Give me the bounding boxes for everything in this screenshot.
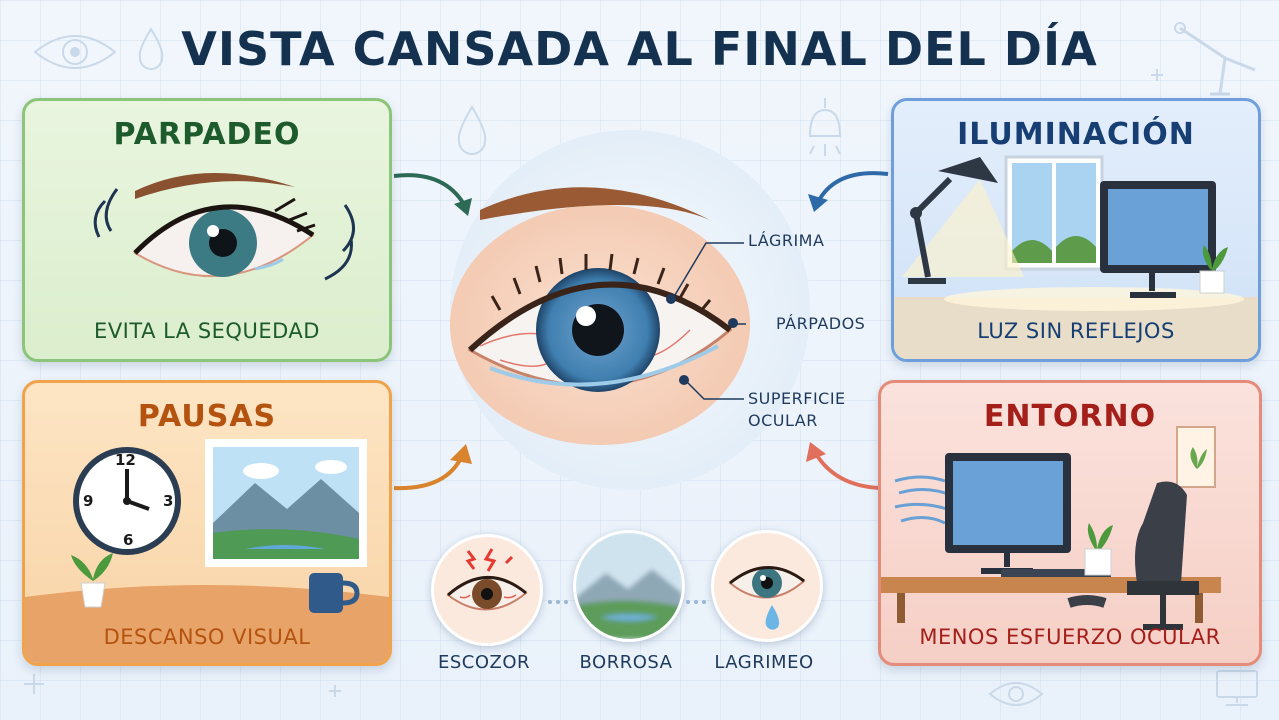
clock-number-12: 12 <box>115 451 136 469</box>
plus-icon <box>1151 69 1163 81</box>
panel-iluminacion-caption: LUZ SIN REFLEJOS <box>977 319 1175 343</box>
entorno-scene <box>881 426 1221 630</box>
blurry-landscape-icon <box>576 533 682 639</box>
clock-number-6: 6 <box>123 531 134 549</box>
arrow-pausas <box>393 444 472 491</box>
panel-iluminacion: ILUMINACIÓN LUZ SIN REFLEJOS <box>891 98 1261 362</box>
coffee-mug-icon <box>309 573 360 613</box>
panel-iluminacion-title: ILUMINACIÓN <box>957 117 1195 152</box>
label-leader-lines <box>671 242 746 400</box>
symptom-lagrimeo-label: LAGRIMEO <box>714 652 814 673</box>
symptom-connector-dots <box>548 600 706 604</box>
plus-icon <box>329 685 341 697</box>
label-superficie-line2: OCULAR <box>748 411 818 430</box>
panel-pausas: PAUSAS 12 3 6 9 DESCANSO VISUAL <box>22 380 392 666</box>
clock-number-9: 9 <box>83 492 94 510</box>
drop-outline-icon <box>138 27 164 70</box>
panel-parpadeo-title: PARPADEO <box>113 117 301 152</box>
iluminacion-scene <box>894 155 1258 359</box>
symptom-borrosa-label: BORROSA <box>579 652 673 673</box>
plant-icon <box>71 553 113 608</box>
tearing-eye-icon <box>728 566 806 630</box>
irritated-eye-icon <box>446 548 528 611</box>
drop-outline-icon <box>457 105 487 155</box>
panel-parpadeo-caption: EVITA LA SEQUEDAD <box>94 319 320 343</box>
panel-entorno-caption: MENOS ESFUERZO OCULAR <box>919 625 1221 649</box>
arrow-parpadeo <box>393 173 472 216</box>
panel-pausas-caption: DESCANSO VISUAL <box>103 625 311 649</box>
wall-clock-icon <box>73 447 181 555</box>
label-parpados: PÁRPADOS <box>776 314 866 333</box>
arrow-iluminacion <box>808 171 889 212</box>
arrow-entorno <box>806 442 881 490</box>
lamp-outline-icon <box>808 98 842 156</box>
blinking-eye-icon <box>93 172 355 281</box>
page-title: VISTA CANSADA AL FINAL DEL DÍA <box>181 22 1098 76</box>
monitor-outline-icon <box>1216 670 1258 706</box>
eye-outline-icon <box>33 35 117 69</box>
plus-icon <box>24 674 44 694</box>
symptom-escozor-label: ESCOZOR <box>437 652 531 673</box>
label-superficie-line1: SUPERFICIE <box>748 389 846 408</box>
pausas-scene <box>25 439 389 663</box>
panel-entorno-title: ENTORNO <box>983 399 1157 434</box>
label-lagrima: LÁGRIMA <box>748 231 825 250</box>
panel-entorno: ENTORNO MENOS ESFUERZO OCULAR <box>878 380 1262 666</box>
clock-number-3: 3 <box>163 492 174 510</box>
symptom-borrosa <box>573 530 685 642</box>
panel-pausas-title: PAUSAS <box>137 399 277 434</box>
panel-parpadeo: PARPADEO EVITA LA SEQUEDAD <box>22 98 392 362</box>
symptom-escozor <box>431 534 543 646</box>
label-superficie: SUPERFICIE OCULAR <box>748 388 846 432</box>
eye-illustration <box>450 187 750 445</box>
symptom-lagrimeo <box>711 530 823 642</box>
eye-outline-icon <box>988 682 1044 706</box>
desk-lamp-outline-icon <box>1174 22 1256 96</box>
